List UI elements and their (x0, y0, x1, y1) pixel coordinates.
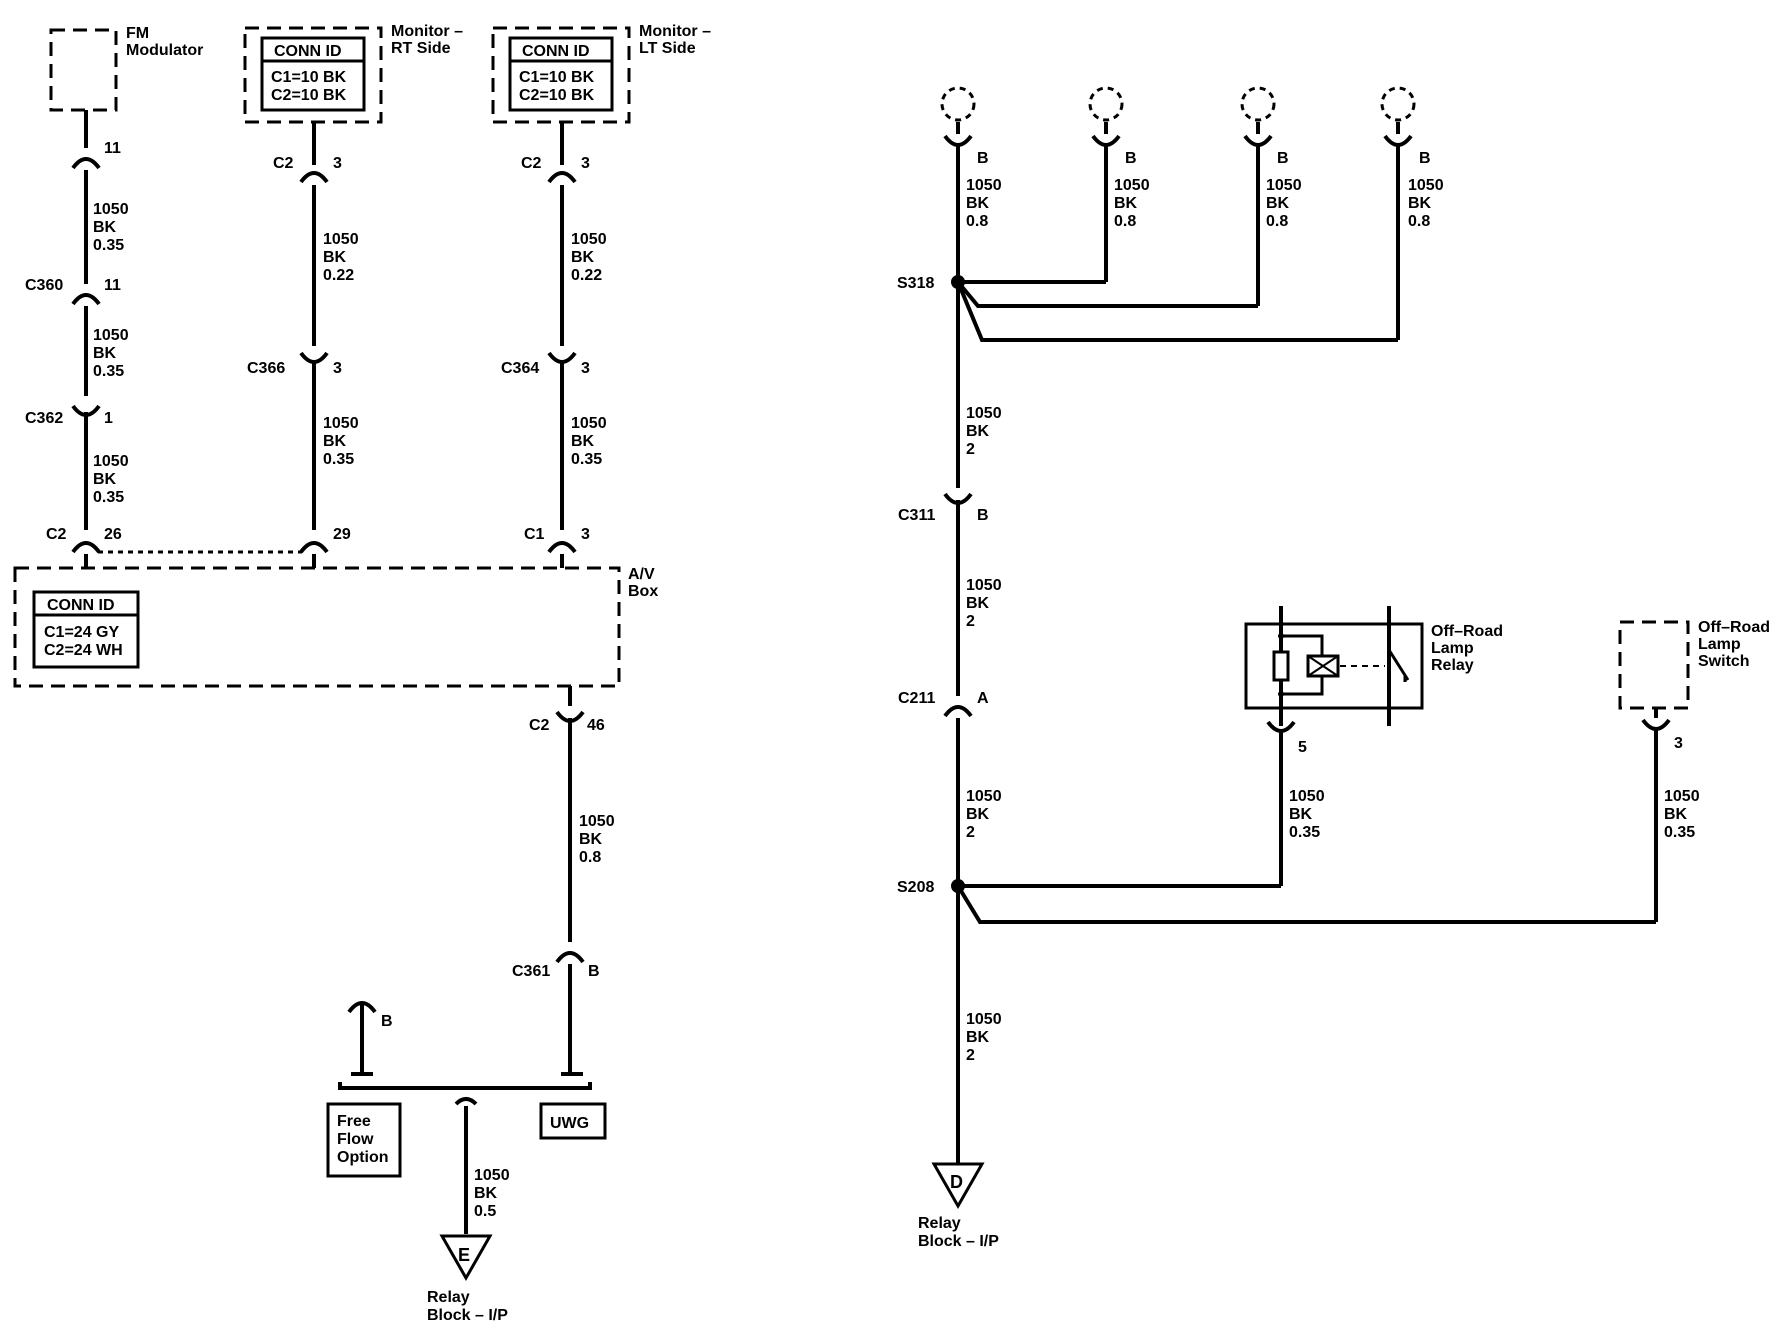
connector-c362: C362 (25, 410, 63, 427)
pin-b: B (1277, 150, 1289, 167)
pin-b: B (977, 150, 989, 167)
pin-11: 11 (104, 140, 121, 157)
connector-c1: C1 (524, 526, 545, 543)
pin-a: A (977, 690, 989, 707)
monitor-lt-label: Monitor –LT Side (639, 23, 711, 57)
connector-c360: C360 (25, 277, 63, 294)
pin-b: B (588, 963, 600, 980)
conn-id-title: CONN ID (274, 43, 342, 60)
ground-e-label: E (458, 1245, 470, 1265)
pin-b: B (1125, 150, 1137, 167)
conn-id-title: CONN ID (522, 43, 590, 60)
ground-e-symbol (439, 1234, 493, 1282)
pin-b: B (381, 1013, 393, 1030)
pin-29: 29 (333, 526, 351, 543)
pin-b: B (977, 507, 989, 524)
pin-26: 26 (104, 526, 122, 543)
pin-3: 3 (1674, 735, 1683, 752)
pin-11: 11 (104, 277, 121, 294)
ground-d-symbol (931, 1162, 985, 1210)
connector-c361: C361 (512, 963, 550, 980)
free-flow-option-box (326, 1102, 402, 1178)
pin-46: 46 (587, 717, 605, 734)
monitor-rt-label: Monitor –RT Side (391, 23, 463, 57)
uwg-label: UWG (550, 1115, 589, 1132)
splice-s208: S208 (897, 879, 1656, 924)
pin-3: 3 (581, 155, 590, 172)
pin-b: B (1419, 150, 1431, 167)
pin-3: 3 (333, 155, 342, 172)
connector-c364: C364 (501, 360, 539, 377)
pin-3: 3 (581, 526, 590, 543)
connector-c2: C2 (521, 155, 542, 172)
pin-3: 3 (581, 360, 590, 377)
uwg-box (539, 1102, 607, 1140)
pin-1: 1 (104, 410, 113, 427)
splice-s318: S318 (897, 275, 1398, 342)
splice-s318-label: S318 (897, 275, 934, 292)
connector-c211: C211 (898, 690, 935, 707)
pin-3: 3 (333, 360, 342, 377)
connector-c2: C2 (529, 717, 550, 734)
conn-id-title: CONN ID (47, 597, 115, 614)
pin-5: 5 (1298, 739, 1307, 756)
connector-c366: C366 (247, 360, 285, 377)
ground-d-label: D (950, 1172, 963, 1192)
connector-c311: C311 (898, 507, 935, 524)
splice-s208-label: S208 (897, 879, 934, 896)
connector-c2: C2 (273, 155, 294, 172)
connector-c2: C2 (46, 526, 67, 543)
